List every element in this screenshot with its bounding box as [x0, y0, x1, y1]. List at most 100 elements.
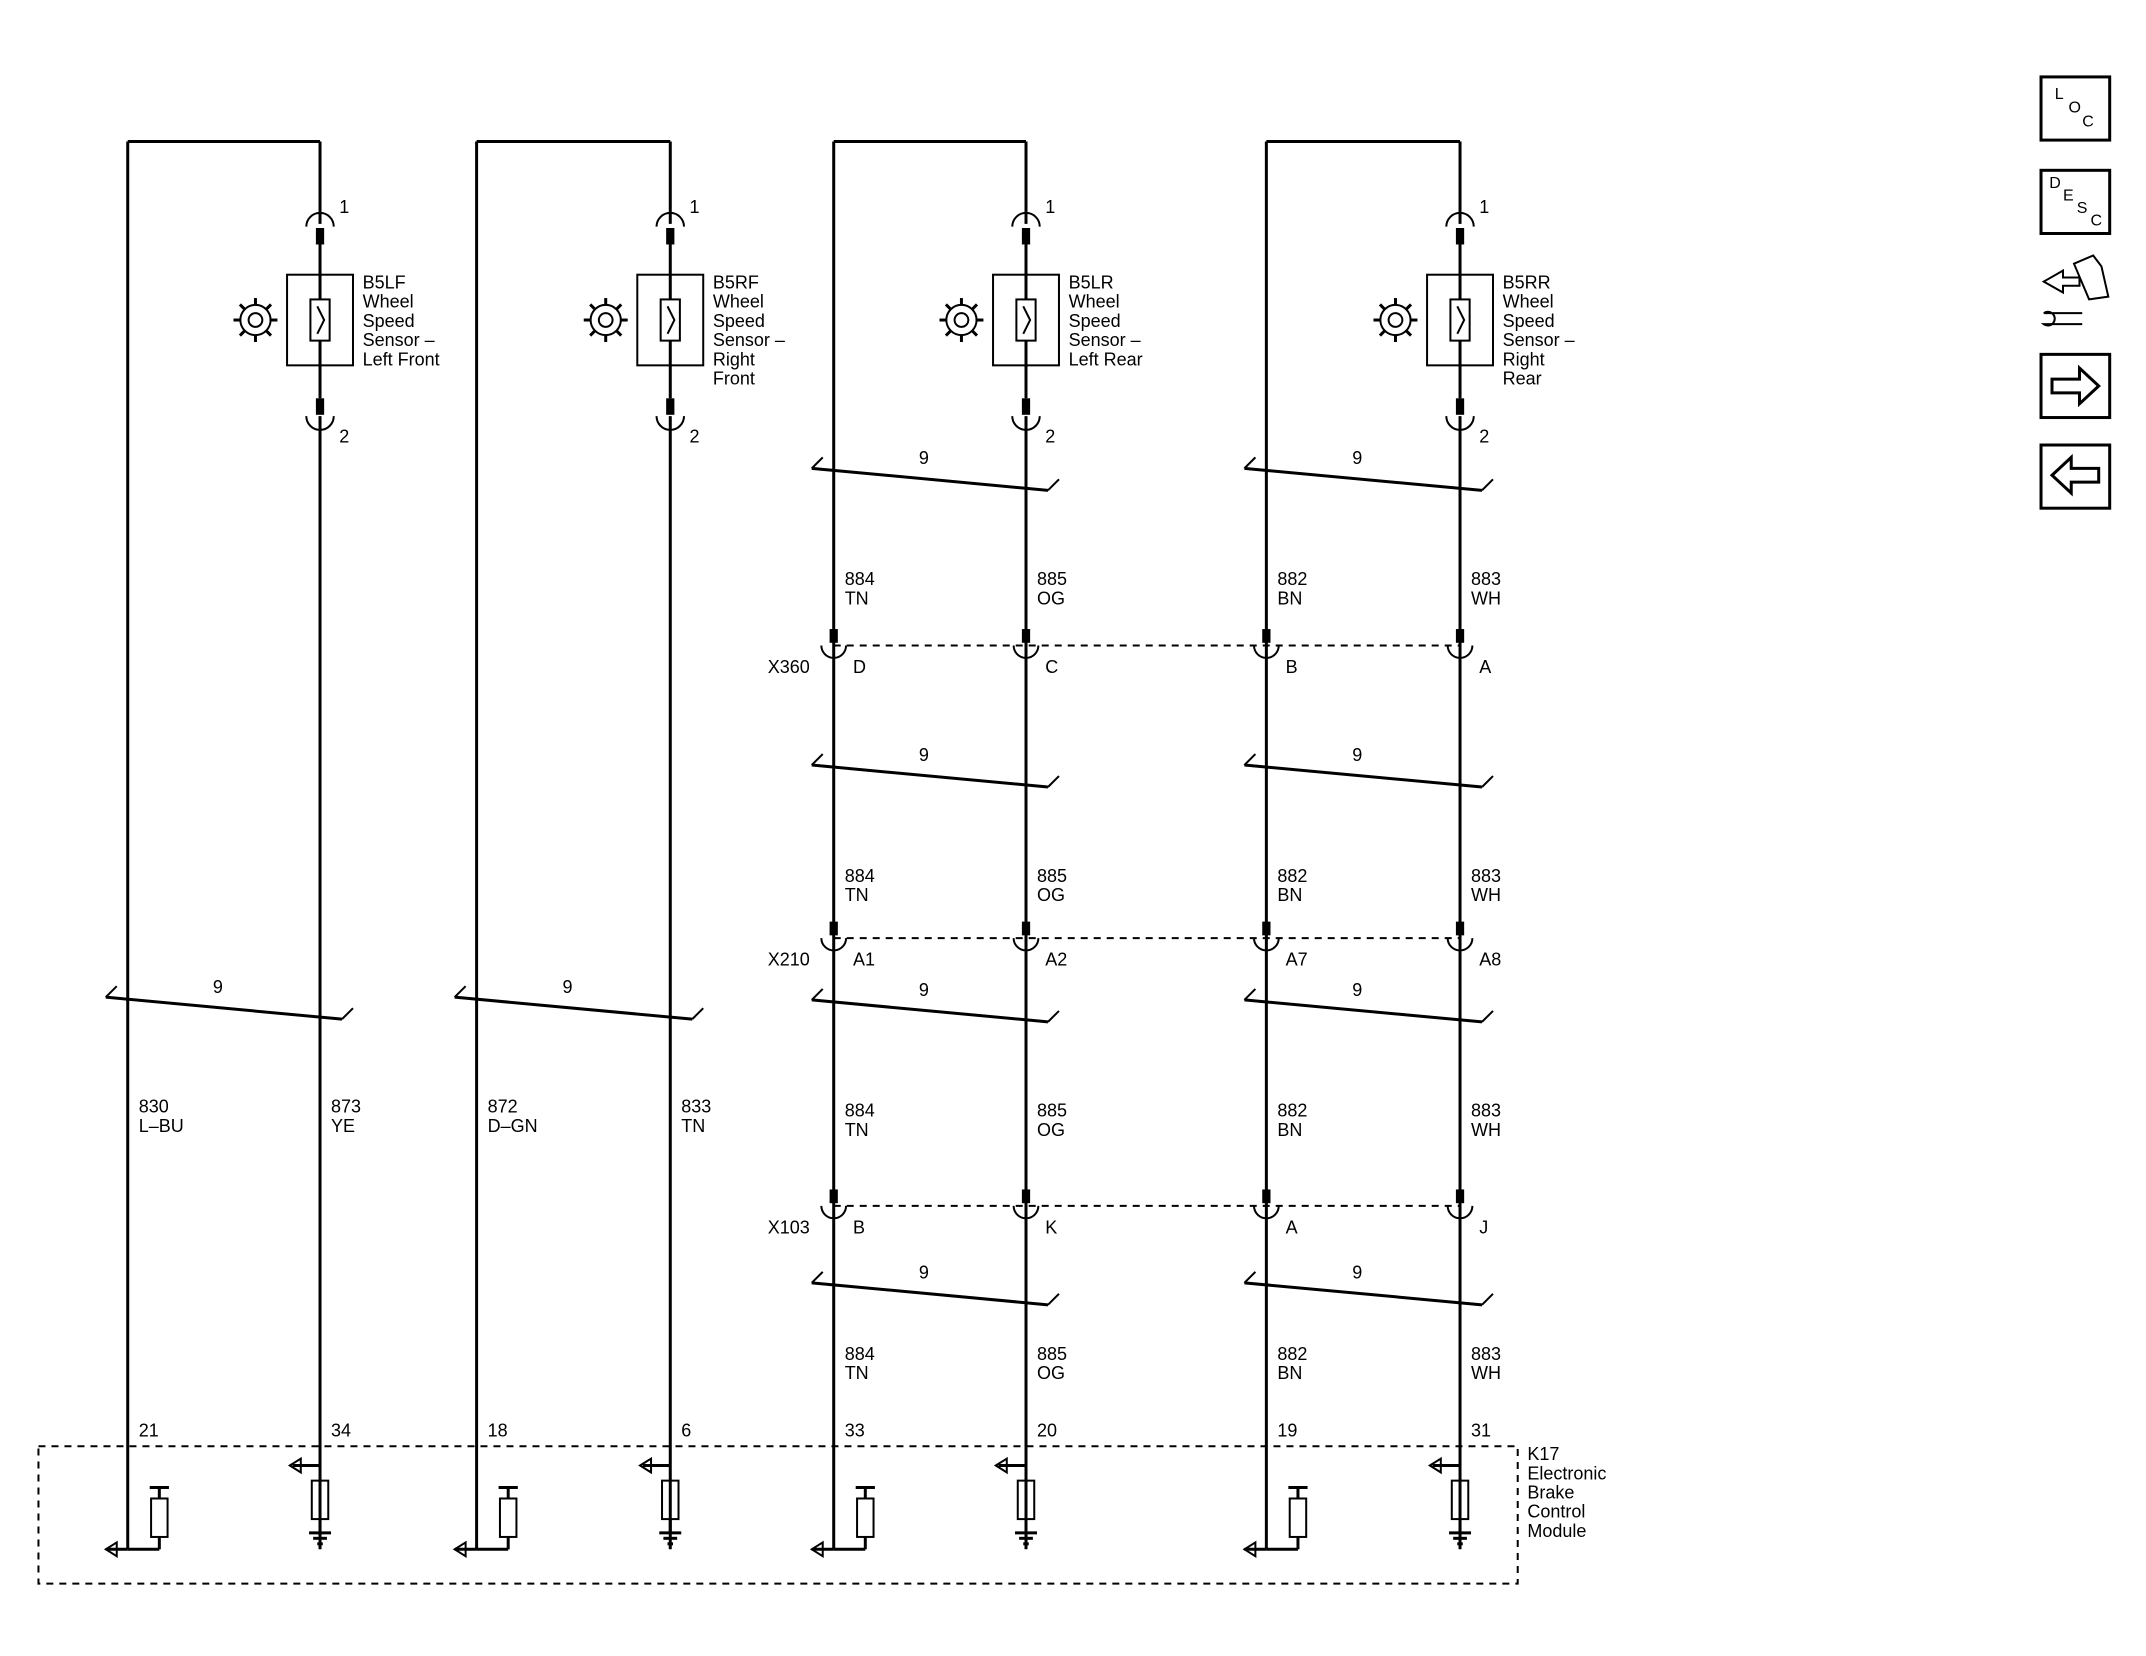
gear-tooth [589, 329, 597, 337]
next-button[interactable] [2039, 352, 2112, 420]
sensor-pin-label: 1 [1479, 197, 1489, 217]
connector-pin-stub [1262, 1189, 1271, 1204]
sensor-element [1015, 298, 1037, 342]
connector-pin-stub [1262, 921, 1271, 936]
gear-tooth [615, 329, 623, 337]
connector-pin-label: A [1479, 657, 1491, 677]
sensor-pin-label: 2 [689, 426, 699, 446]
connector-pin-label: A [1286, 1217, 1298, 1237]
connector-cup [821, 1206, 846, 1218]
wire-color: WH [1471, 1363, 1501, 1383]
module-pin-label: 19 [1277, 1421, 1297, 1441]
wire-color: YE [331, 1116, 355, 1136]
circuit-number: 885 [1037, 866, 1067, 886]
twist-tick [1048, 1294, 1059, 1305]
gear-tooth [265, 303, 273, 311]
sensor-desc-line: Right [1503, 349, 1545, 369]
output-arrow [812, 1542, 823, 1556]
twist-tick [1048, 479, 1059, 490]
loc-button[interactable]: LOC [2039, 75, 2112, 142]
twist-line [1244, 998, 1483, 1024]
sensor-desc-line: Rear [1503, 369, 1542, 389]
sensor-symbol [1023, 306, 1030, 333]
twist-tick [812, 989, 823, 1000]
twist-tick [1482, 776, 1493, 787]
previous-button[interactable] [2039, 443, 2112, 510]
connector-cup [1448, 646, 1473, 658]
wire-color: BN [1277, 1363, 1302, 1383]
twist-line [454, 995, 693, 1021]
module-pin-label: 20 [1037, 1421, 1057, 1441]
twist-tick [1482, 1294, 1493, 1305]
twisted-pair-rr-4: 9 [1244, 1263, 1493, 1307]
module-pin-label: 31 [1471, 1421, 1491, 1441]
gear-icon [233, 298, 278, 343]
twist-tick [1244, 754, 1255, 765]
wire-color: D–GN [488, 1116, 538, 1136]
gear-hub [953, 312, 970, 328]
gear-rim [589, 303, 622, 337]
arrow-shape [2044, 271, 2080, 293]
gear-tooth [944, 303, 952, 311]
connector-pin-label: D [853, 657, 866, 677]
gear-tooth [944, 329, 952, 337]
twist-tick [812, 754, 823, 765]
twist-label: 9 [1352, 980, 1362, 1000]
gear-tooth [238, 329, 246, 337]
sensor-desc-line: Wheel [713, 292, 764, 312]
gear-tooth [589, 303, 597, 311]
output-arrow [1244, 1542, 1255, 1556]
twist-tick [812, 457, 823, 468]
circuit-number: 882 [1277, 866, 1307, 886]
nav-box [2039, 75, 2112, 142]
connector-pin-label: A2 [1045, 950, 1067, 970]
nav-box [2039, 443, 2112, 510]
connector-wrench-icon[interactable] [2044, 255, 2109, 325]
twist-tick [1482, 1011, 1493, 1022]
connector-pin-stub [1455, 1189, 1465, 1204]
loc-letter: L [2055, 86, 2064, 103]
arrow-left-icon [2052, 457, 2099, 493]
desc-letter: E [2063, 188, 2074, 205]
twist-label: 9 [919, 1263, 929, 1283]
sensor-pin-label: 2 [1479, 426, 1489, 446]
wire-color: BN [1277, 588, 1302, 608]
module-pin-label: 18 [488, 1421, 508, 1441]
sensor-pin-label: 2 [1045, 426, 1055, 446]
module-desc-line: Brake [1527, 1482, 1574, 1502]
circuit-number: 883 [1471, 866, 1501, 886]
pin-stub-bottom [1455, 398, 1465, 415]
module-input-7 [1244, 1486, 1308, 1557]
connector-cup [821, 938, 846, 950]
sensor-desc-line: Sensor – [713, 330, 785, 350]
connector-pin-stub [829, 629, 838, 643]
twist-tick [1244, 989, 1255, 1000]
gear-rim [945, 303, 978, 337]
sensor-desc-line: Sensor – [1069, 330, 1141, 350]
sensor-desc-line: Speed [1069, 311, 1121, 331]
connector-pin-label: J [1479, 1217, 1488, 1237]
wire-color: TN [845, 588, 869, 608]
connector-pin-label: K [1045, 1217, 1057, 1237]
connector-name: X360 [768, 657, 810, 677]
gear-hub [247, 312, 264, 328]
resistor [856, 1497, 875, 1538]
circuit-number: 883 [1471, 569, 1501, 589]
module-input-6 [996, 1459, 1037, 1546]
wire-color: OG [1037, 1363, 1065, 1383]
circuit-number: 884 [845, 866, 875, 886]
sensor-element [309, 298, 331, 342]
sensor-pin-label: 1 [689, 197, 699, 217]
connector-cup [1014, 938, 1039, 950]
circuit-number: 885 [1037, 569, 1067, 589]
sensor-desc-line: Wheel [363, 292, 414, 312]
gear-tooth [1405, 303, 1413, 311]
